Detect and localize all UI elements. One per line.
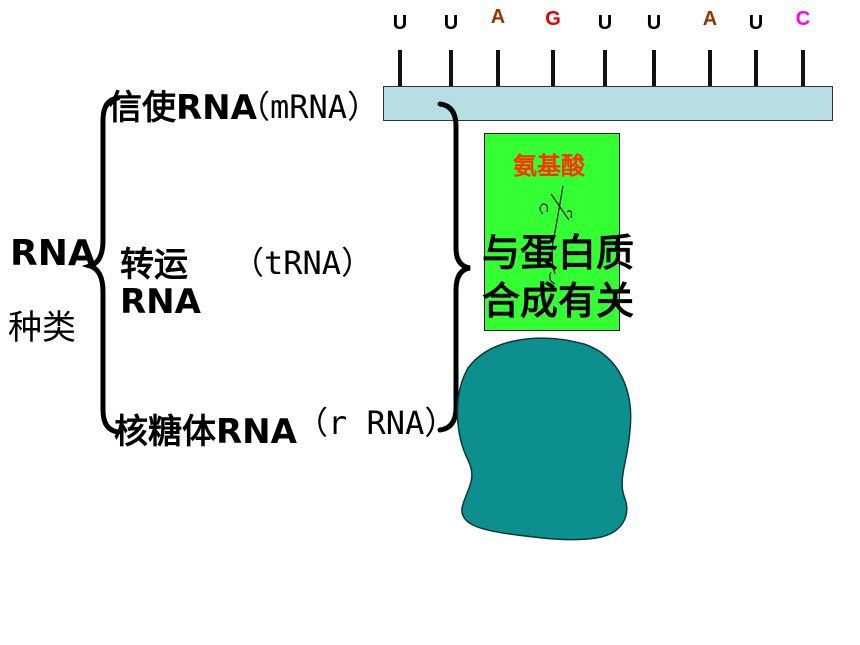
left-brace (81, 95, 121, 435)
base-letter: U (748, 12, 764, 34)
right-brace (437, 101, 471, 433)
base-tick (708, 50, 712, 86)
base-tick (449, 50, 453, 86)
base-letter: C (795, 8, 811, 30)
amino-acid-label: 氨基酸 (513, 152, 585, 180)
base-tick (398, 50, 402, 86)
rrna-abbr: （r RNA） (296, 404, 457, 442)
trna-molecule (532, 185, 573, 301)
base-tick (652, 50, 656, 86)
base-tick (603, 50, 607, 86)
base-letter: A (490, 6, 506, 28)
types-label: 种类 (8, 308, 76, 348)
function-text-line1: 与蛋白质 (482, 231, 635, 275)
mrna-abbr: （mRNA） (238, 88, 380, 126)
base-tick (801, 50, 805, 86)
ribosome-shape (456, 337, 632, 541)
rrna-name: 核糖体RNA (114, 412, 297, 452)
mrna-name: 信使RNA (108, 88, 257, 128)
function-text-line2: 合成有关 (482, 279, 635, 323)
trna-name-line2: RNA (120, 282, 201, 322)
base-tick (496, 50, 500, 86)
base-letter: U (646, 12, 662, 34)
base-tick (551, 50, 555, 86)
base-tick (754, 50, 758, 86)
base-letter: U (392, 12, 408, 34)
base-letter: G (545, 8, 561, 30)
rna-label: RNA (10, 233, 96, 274)
trna-name: 转运 (120, 245, 188, 285)
base-letter: U (597, 12, 613, 34)
trna-abbr: （tRNA） (232, 244, 374, 282)
base-letter: A (702, 8, 718, 30)
base-letter: U (443, 12, 459, 34)
trna-panel: 氨基酸 (484, 133, 620, 331)
mrna-strand (383, 86, 833, 121)
